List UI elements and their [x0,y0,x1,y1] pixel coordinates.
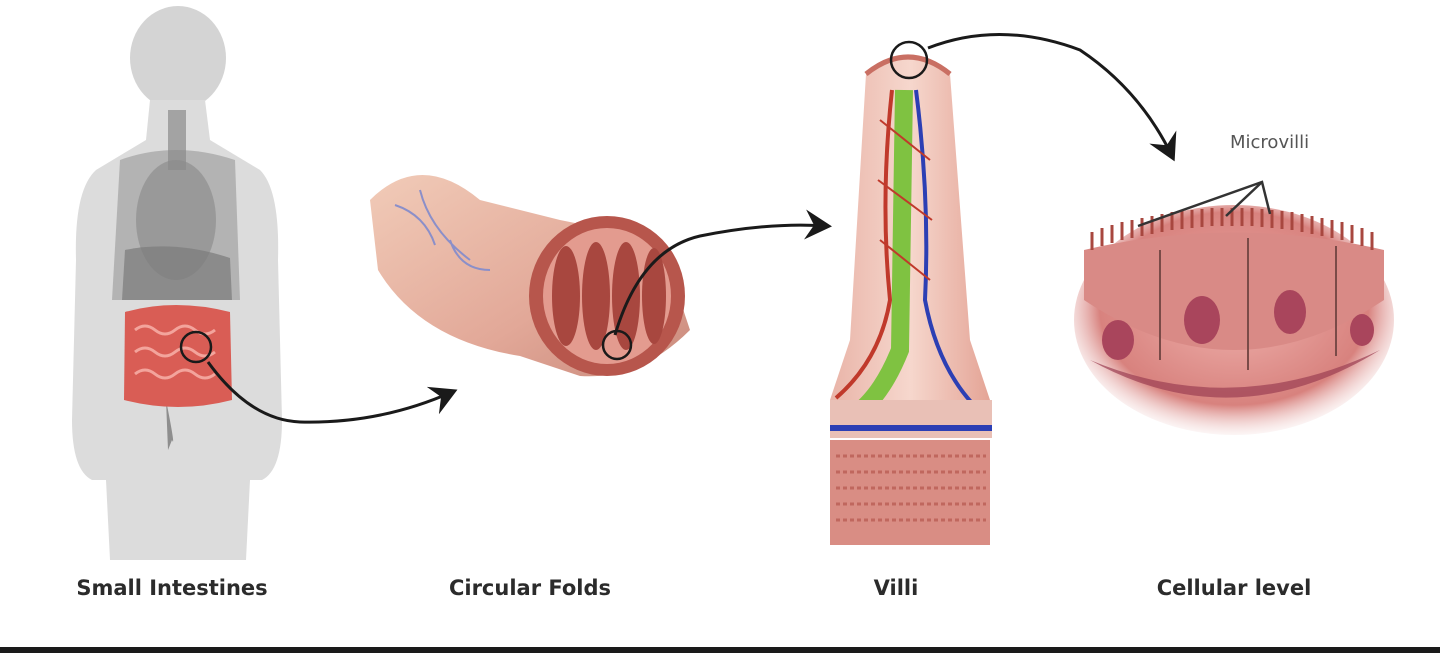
human-silhouette [72,6,282,560]
magnify-circle-villus-tip [889,40,929,80]
microvilli-label: Microvilli [1230,132,1310,153]
cellular-view [1074,205,1394,435]
caption-cellular-level: Cellular level [1156,576,1312,600]
caption-villi: Villi [873,576,919,600]
caption-circular-folds: Circular Folds [448,576,612,600]
arrow-to-cellular [927,33,1177,162]
small-intestine-organ [124,305,232,407]
villus [830,54,992,545]
arrow-to-folds [206,361,458,424]
caption-small-intestines: Small Intestines [76,576,268,600]
microvilli-pointer [1137,180,1272,228]
circular-folds-tube [370,175,690,377]
magnify-circle-intestine [179,330,213,364]
bottom-border [0,647,1440,653]
arrow-to-villi [613,209,832,336]
